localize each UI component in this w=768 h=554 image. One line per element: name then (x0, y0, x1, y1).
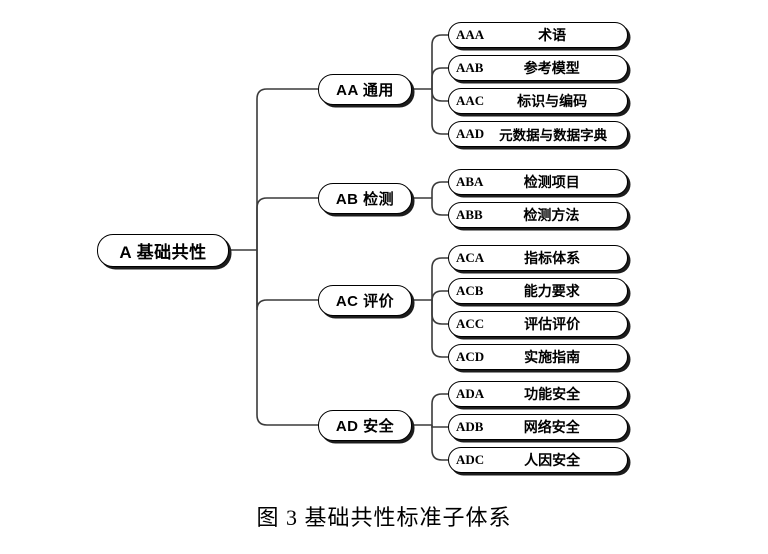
node-ada-code: ADA (456, 386, 485, 401)
node-adc-code: ADC (456, 452, 485, 467)
node-aac-code: AAC (456, 93, 485, 108)
node-acb-code: ACB (456, 283, 484, 298)
node-root[interactable]: A 基础共性 (97, 234, 229, 267)
node-abb-name: 检测方法 (523, 207, 580, 223)
node-acb[interactable]: ACB 能力要求 (448, 278, 628, 304)
node-aad-code: AAD (456, 126, 485, 141)
node-acc-name: 评估评价 (524, 316, 581, 332)
node-aba-code: ABA (456, 174, 484, 189)
wire-ac-acb (431, 290, 448, 302)
wire-aa-aad (431, 89, 448, 135)
wire-ab-aba (431, 181, 448, 198)
node-aad[interactable]: AAD 元数据与数据字典 (448, 121, 628, 147)
node-aab[interactable]: AAB 参考模型 (448, 55, 628, 81)
wire-aa-aac (431, 89, 448, 102)
node-aba-name: 检测项目 (523, 174, 580, 190)
node-aaa-code: AAA (456, 27, 485, 42)
wire-ab-abb (431, 198, 448, 216)
node-acc-code: ACC (456, 316, 485, 331)
node-aca-code: ACA (456, 250, 485, 265)
node-aa-label: AA 通用 (336, 82, 394, 99)
node-abb[interactable]: ABB 检测方法 (448, 202, 628, 228)
wire-ad-adc (431, 425, 448, 461)
wire-aa-aab (431, 67, 448, 89)
node-ada-name: 功能安全 (524, 386, 581, 402)
node-adc-name: 人因安全 (524, 452, 581, 468)
node-ada[interactable]: ADA 功能安全 (448, 381, 628, 407)
node-ad[interactable]: AD 安全 (318, 410, 412, 441)
wire-trunk-ac (256, 250, 318, 311)
wire-ad-ada (431, 393, 448, 425)
wire-aa-aaa (431, 34, 448, 89)
node-aab-code: AAB (456, 60, 484, 75)
wire-trunk-ab (256, 197, 318, 250)
node-aab-name: 参考模型 (523, 60, 580, 76)
node-aac-name: 标识与编码 (517, 93, 588, 109)
node-ac-label: AC 评价 (335, 293, 395, 310)
node-abb-code: ABB (456, 207, 483, 222)
node-root-label: A 基础共性 (119, 243, 207, 262)
wire-trunk-ad (256, 250, 318, 426)
node-adc[interactable]: ADC 人因安全 (448, 447, 628, 473)
wire-ac-aca (431, 257, 448, 300)
node-aca[interactable]: ACA 指标体系 (448, 245, 628, 271)
wire-ac-acc (431, 300, 448, 325)
node-acd-code: ACD (456, 349, 485, 364)
node-adb-name: 网络安全 (523, 419, 580, 435)
node-acc[interactable]: ACC 评估评价 (448, 311, 628, 337)
node-aba[interactable]: ABA 检测项目 (448, 169, 628, 195)
node-aaa[interactable]: AAA 术语 (448, 22, 628, 48)
node-ad-label: AD 安全 (335, 418, 395, 435)
wire-trunk-aa (256, 88, 318, 250)
node-adb-code: ADB (456, 419, 484, 434)
figure-caption: 图 3 基础共性标准子体系 (256, 505, 512, 530)
node-ac[interactable]: AC 评价 (318, 285, 412, 316)
node-acd-name: 实施指南 (524, 349, 581, 365)
node-ab[interactable]: AB 检测 (318, 183, 412, 214)
node-aaa-name: 术语 (538, 27, 567, 43)
node-adb[interactable]: ADB 网络安全 (448, 414, 628, 440)
node-aac[interactable]: AAC 标识与编码 (448, 88, 628, 114)
wire-ac-acd (431, 300, 448, 358)
node-aca-name: 指标体系 (524, 250, 581, 266)
node-aa[interactable]: AA 通用 (318, 74, 412, 105)
node-acb-name: 能力要求 (523, 283, 580, 299)
node-aad-name: 元数据与数据字典 (499, 128, 608, 143)
node-ab-label: AB 检测 (335, 191, 395, 208)
node-acd[interactable]: ACD 实施指南 (448, 344, 628, 370)
wire-ad-adb (431, 425, 448, 428)
